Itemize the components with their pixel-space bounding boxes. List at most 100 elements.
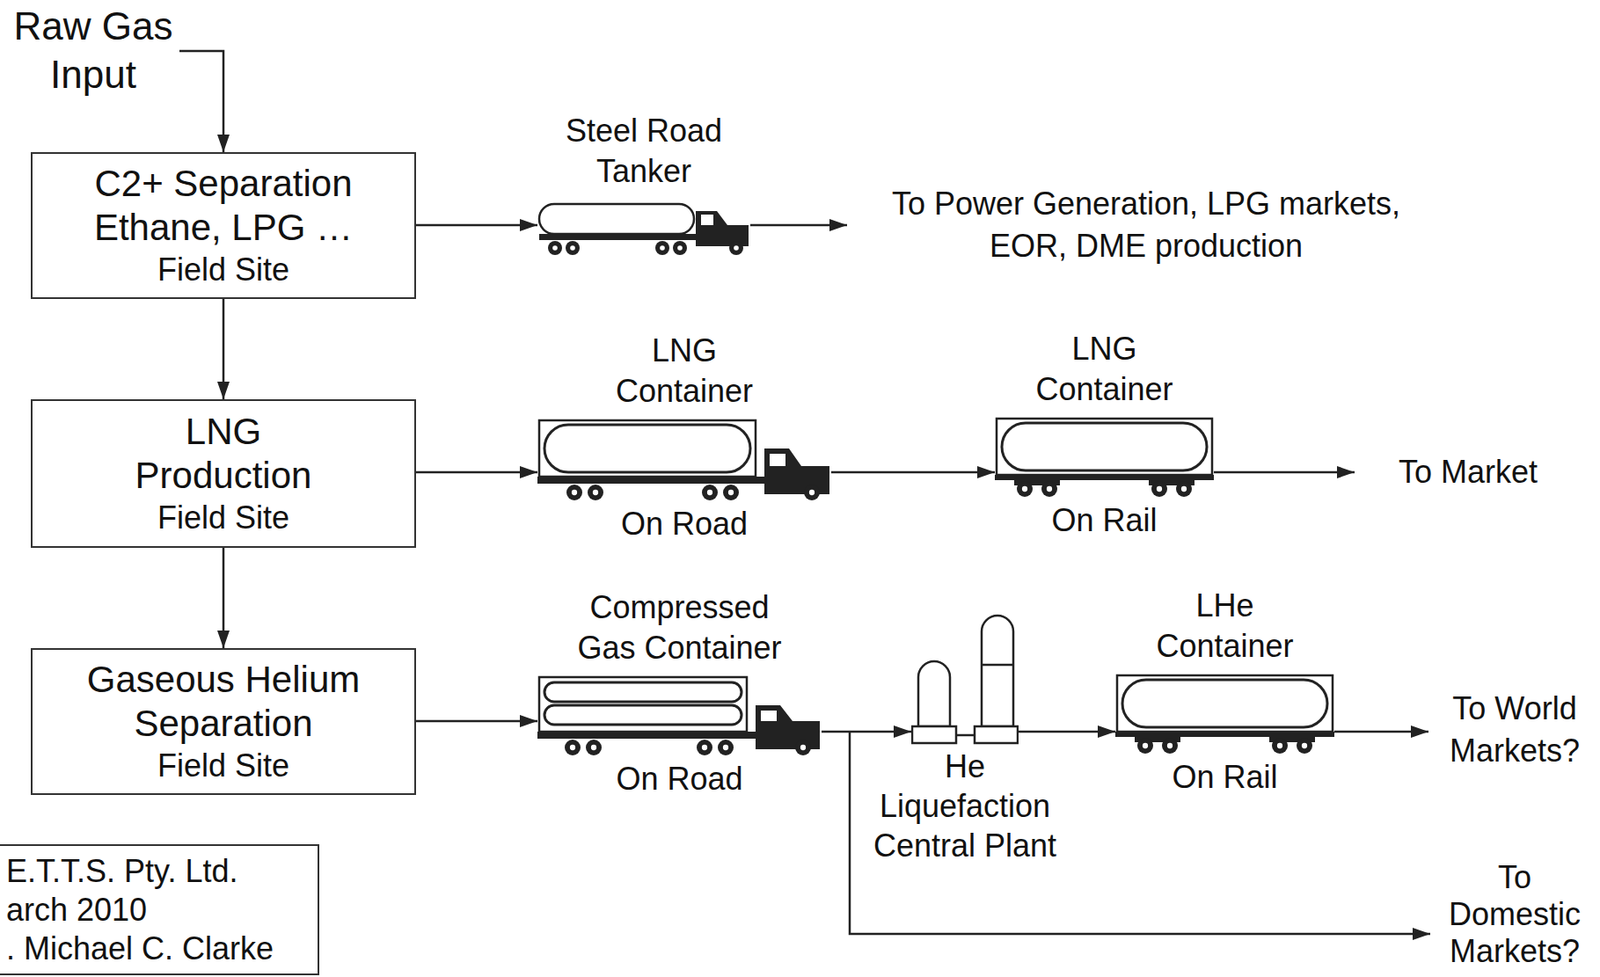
flow-arrow bbox=[416, 224, 538, 227]
vehicle-label: LNG Container bbox=[596, 330, 773, 412]
credit-line: . Michael C. Clarke bbox=[6, 929, 274, 969]
credit-line: arch 2010 bbox=[6, 891, 147, 930]
destination-label: To Domestic Markets? bbox=[1439, 859, 1590, 971]
wheel-hub bbox=[707, 489, 713, 496]
wheel-hub bbox=[701, 745, 708, 751]
cryo-tank bbox=[544, 424, 751, 473]
road-container: LNG Container On Road bbox=[537, 330, 832, 545]
wheel bbox=[1041, 481, 1058, 497]
column-band bbox=[981, 664, 1014, 667]
rail-container: LNG Container On Rail bbox=[994, 328, 1214, 541]
liquefaction-plant: He Liquefaction Central Plant bbox=[863, 612, 1067, 866]
gas-trailer: Compressed Gas Container On Road bbox=[537, 587, 822, 800]
wheel-hub bbox=[677, 245, 683, 251]
rail-container-outline bbox=[1115, 673, 1335, 756]
wheel bbox=[729, 241, 744, 256]
tower-base bbox=[974, 726, 1018, 744]
label-slot: To Market bbox=[1398, 452, 1538, 492]
wheel-hub bbox=[1156, 486, 1162, 492]
wheel bbox=[1161, 737, 1178, 754]
chassis bbox=[539, 233, 703, 241]
wheel-hub bbox=[1046, 486, 1053, 492]
wheel-hub bbox=[592, 489, 599, 496]
wheel bbox=[585, 739, 602, 756]
destination-label: To Market bbox=[1398, 452, 1538, 492]
process-box: LNG ProductionField Site bbox=[30, 399, 417, 548]
plant-pipe bbox=[956, 734, 975, 738]
cab-window bbox=[760, 710, 777, 722]
plant-tower bbox=[918, 661, 950, 727]
wheel-hub bbox=[1277, 743, 1283, 749]
flow-arrow bbox=[222, 547, 226, 649]
input-label: Raw Gas Input bbox=[0, 1, 186, 99]
flow-arrow bbox=[831, 471, 995, 475]
wheel-hub bbox=[809, 489, 815, 496]
wheel-hub bbox=[552, 245, 558, 251]
mode-label: On Road bbox=[621, 504, 748, 545]
credit-line: E.T.T.S. Pty. Ltd. bbox=[6, 852, 238, 892]
vehicle-label: Compressed Gas Container bbox=[569, 587, 790, 669]
gas-tube bbox=[544, 705, 742, 725]
wheel bbox=[696, 739, 713, 756]
wheel-hub bbox=[1142, 743, 1148, 749]
mode-label: On Rail bbox=[1171, 757, 1278, 798]
plant-label: He Liquefaction Central Plant bbox=[863, 746, 1067, 866]
wheel bbox=[655, 241, 670, 256]
liquefaction-plant-outline bbox=[911, 612, 1019, 746]
road-tanker: Steel Road Tanker bbox=[537, 110, 751, 257]
cryo-tank bbox=[1122, 679, 1328, 728]
input-line bbox=[179, 51, 224, 153]
branch-line bbox=[849, 731, 1431, 935]
process-box: Gaseous Helium SeparationField Site bbox=[30, 648, 417, 796]
wheel bbox=[1137, 737, 1154, 754]
cab-window bbox=[701, 214, 714, 226]
wheel bbox=[795, 739, 811, 756]
flow-arrow bbox=[821, 730, 912, 734]
output-line bbox=[750, 224, 848, 227]
flow-arrow bbox=[416, 720, 538, 724]
rail-container-outline bbox=[994, 416, 1214, 499]
mode-label: On Rail bbox=[1051, 500, 1157, 541]
road-tanker-outline bbox=[537, 198, 751, 257]
container-frame bbox=[1117, 675, 1333, 732]
wheel bbox=[672, 241, 687, 256]
destination-label: To Power Generation, LPG markets, EOR, D… bbox=[864, 182, 1428, 268]
flow-arrow bbox=[416, 471, 538, 475]
cab-window bbox=[769, 453, 786, 467]
mode-label: On Road bbox=[615, 759, 743, 800]
wheel bbox=[566, 484, 583, 501]
road-container-outline bbox=[537, 418, 832, 503]
wheel bbox=[723, 484, 739, 501]
gas-tube bbox=[544, 682, 742, 702]
wheel bbox=[1016, 481, 1033, 497]
wheel bbox=[1176, 481, 1192, 497]
truck-cab bbox=[755, 705, 820, 750]
wheel bbox=[717, 739, 734, 756]
destination-label: To World Markets? bbox=[1431, 687, 1599, 773]
wheel bbox=[1296, 737, 1313, 754]
wheel-hub bbox=[1022, 486, 1028, 492]
vehicle-label: LHe Container bbox=[1137, 585, 1314, 667]
label-slot: To World Markets? bbox=[1431, 687, 1599, 773]
tank-body bbox=[539, 204, 695, 234]
wheel-hub bbox=[569, 245, 576, 251]
chassis bbox=[537, 476, 765, 484]
wheel-hub bbox=[728, 489, 734, 496]
wheel-hub bbox=[1181, 486, 1187, 492]
process-title: C2+ Separation Ethane, LPG … bbox=[38, 161, 409, 250]
container-frame bbox=[539, 420, 756, 477]
flow-arrow bbox=[222, 299, 226, 400]
wheel-hub bbox=[800, 745, 806, 751]
flow-arrow bbox=[1018, 730, 1116, 734]
plant-column bbox=[981, 615, 1014, 727]
wheel bbox=[547, 241, 563, 256]
process-title: Gaseous Helium Separation bbox=[38, 657, 409, 746]
vehicle-label: LNG Container bbox=[1016, 328, 1193, 410]
wheel-hub bbox=[723, 745, 729, 751]
label-slot: To Domestic Markets? bbox=[1439, 859, 1590, 971]
container-frame bbox=[539, 677, 747, 732]
wheel bbox=[565, 241, 580, 256]
credit-box: E.T.T.S. Pty. Ltd.arch 2010. Michael C. … bbox=[0, 844, 320, 976]
wheel-hub bbox=[591, 745, 597, 751]
